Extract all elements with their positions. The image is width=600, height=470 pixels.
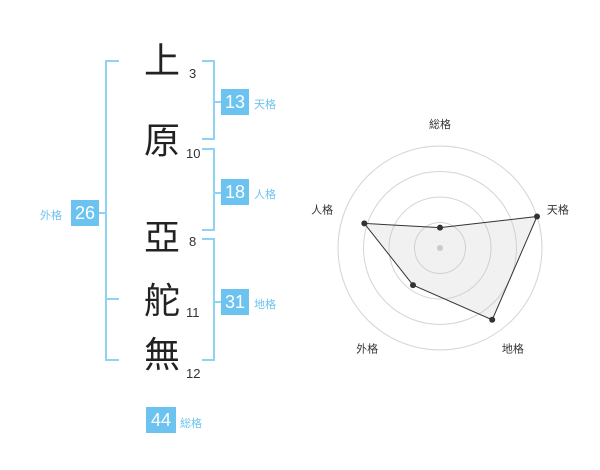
name-char-4: 舵 <box>143 281 180 322</box>
gaikaku-bracket-bottom <box>105 359 119 361</box>
tenkaku-connector <box>215 101 221 103</box>
gaikaku-bracket <box>105 60 107 361</box>
gaikaku-connector <box>99 212 105 214</box>
gaikaku-bracket-mid <box>105 298 119 300</box>
name-char-5: 無 <box>143 335 180 376</box>
jinkaku-bracket-bottom <box>202 229 215 231</box>
jinkaku-bracket-top <box>202 148 215 150</box>
radar-polygon <box>363 215 538 321</box>
radar-grid-ring <box>388 196 492 300</box>
chikaku-label: 地格 <box>254 298 276 311</box>
radar-axis-label-2: 天格 <box>547 203 569 217</box>
radar-grid-ring <box>337 145 543 351</box>
chikaku-bracket <box>213 238 215 361</box>
stroke-count-2: 10 <box>186 146 201 161</box>
radar-axis-label-3: 地格 <box>502 341 524 355</box>
radar-axis-label-5: 人格 <box>311 203 333 217</box>
jinkaku-label: 人格 <box>254 188 276 201</box>
chikaku-bracket-bottom <box>202 359 215 361</box>
name-char-3: 亞 <box>143 218 180 259</box>
stroke-count-3: 8 <box>189 234 197 249</box>
radar-center-dot <box>437 245 443 251</box>
radar-point-4 <box>410 282 416 289</box>
jinkaku-connector <box>215 192 221 194</box>
tenkaku-bracket <box>213 60 215 140</box>
radar-grid-ring <box>363 171 517 325</box>
tenkaku-bracket-top <box>202 60 215 62</box>
name-char-2: 原 <box>143 121 180 162</box>
gaikaku-bracket-top <box>105 60 119 62</box>
chikaku-connector <box>215 301 221 303</box>
stroke-count-4: 11 <box>186 305 200 320</box>
tenkaku-label: 天格 <box>254 98 276 111</box>
soukaku-label: 総格 <box>180 417 202 430</box>
stroke-count-1: 3 <box>189 66 197 81</box>
tenkaku-value: 13 <box>221 89 249 115</box>
chikaku-bracket-top <box>202 238 215 240</box>
radar-axis-label-1: 総格 <box>429 117 451 131</box>
soukaku-value: 44 <box>146 407 176 433</box>
gaikaku-label: 外格 <box>40 209 62 222</box>
tenkaku-bracket-bottom <box>202 138 215 140</box>
stroke-count-5: 12 <box>186 366 201 381</box>
chikaku-value: 31 <box>221 289 249 315</box>
radar-point-2 <box>534 213 540 220</box>
radar-point-3 <box>489 316 496 323</box>
name-char-1: 上 <box>143 41 180 82</box>
radar-axis-label-4: 外格 <box>356 341 378 355</box>
radar-point-5 <box>361 220 368 227</box>
jinkaku-bracket <box>213 148 215 231</box>
radar-point-1 <box>437 224 443 231</box>
gaikaku-value: 26 <box>71 200 99 226</box>
radar-grid-ring <box>414 222 466 274</box>
jinkaku-value: 18 <box>221 179 249 205</box>
